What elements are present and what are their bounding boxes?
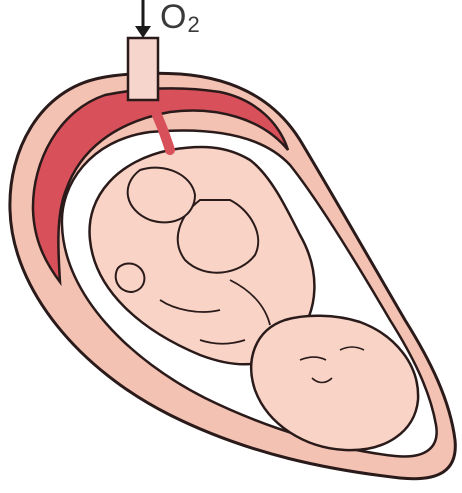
fetus-foot: [116, 264, 145, 293]
oxygen-symbol: O: [160, 0, 187, 36]
oxygen-tube: [128, 38, 158, 100]
oxygen-label: O2: [160, 0, 201, 36]
arrow-down-icon: [135, 0, 151, 38]
oxygen-subscript: 2: [187, 12, 200, 37]
